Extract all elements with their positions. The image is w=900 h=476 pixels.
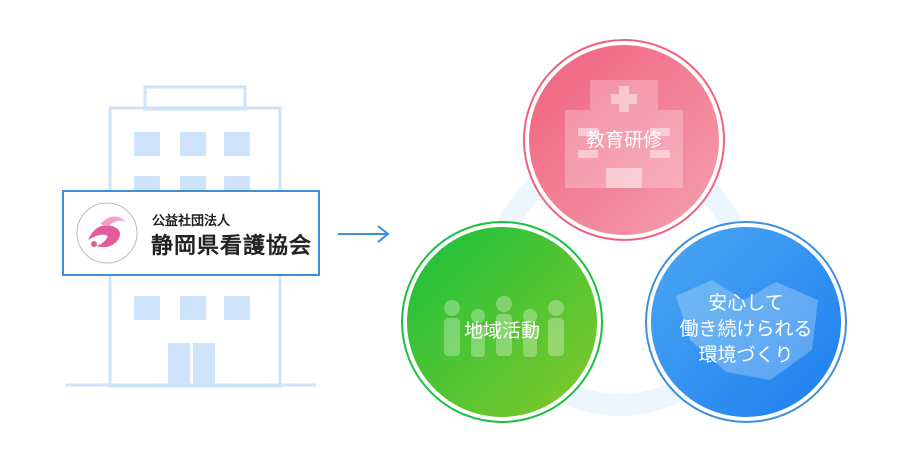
workplace-label: 安心して 働き続けられる 環境づくり (676, 290, 816, 368)
community-label: 地域活動 (463, 320, 540, 342)
education-label: 教育研修 (585, 129, 662, 151)
workplace-label-line-3: 環境づくり (698, 344, 794, 366)
handshake-icon (676, 280, 818, 380)
hospital-icon (565, 80, 683, 188)
workplace-label-line-2: 働き続けられる (679, 318, 813, 340)
association-logo (76, 202, 138, 264)
education-circle (523, 39, 725, 241)
organization-type: 公益社団法人 (152, 214, 231, 229)
people-icon (444, 296, 564, 357)
community-circle (401, 221, 603, 423)
workplace-label-line-1: 安心して (708, 292, 784, 314)
organization-name: 静岡県看護協会 (151, 234, 313, 259)
workplace-circle (645, 221, 847, 423)
arrow-right-icon (338, 225, 390, 243)
organization-sign: 公益社団法人 静岡県看護協会 (62, 190, 320, 276)
